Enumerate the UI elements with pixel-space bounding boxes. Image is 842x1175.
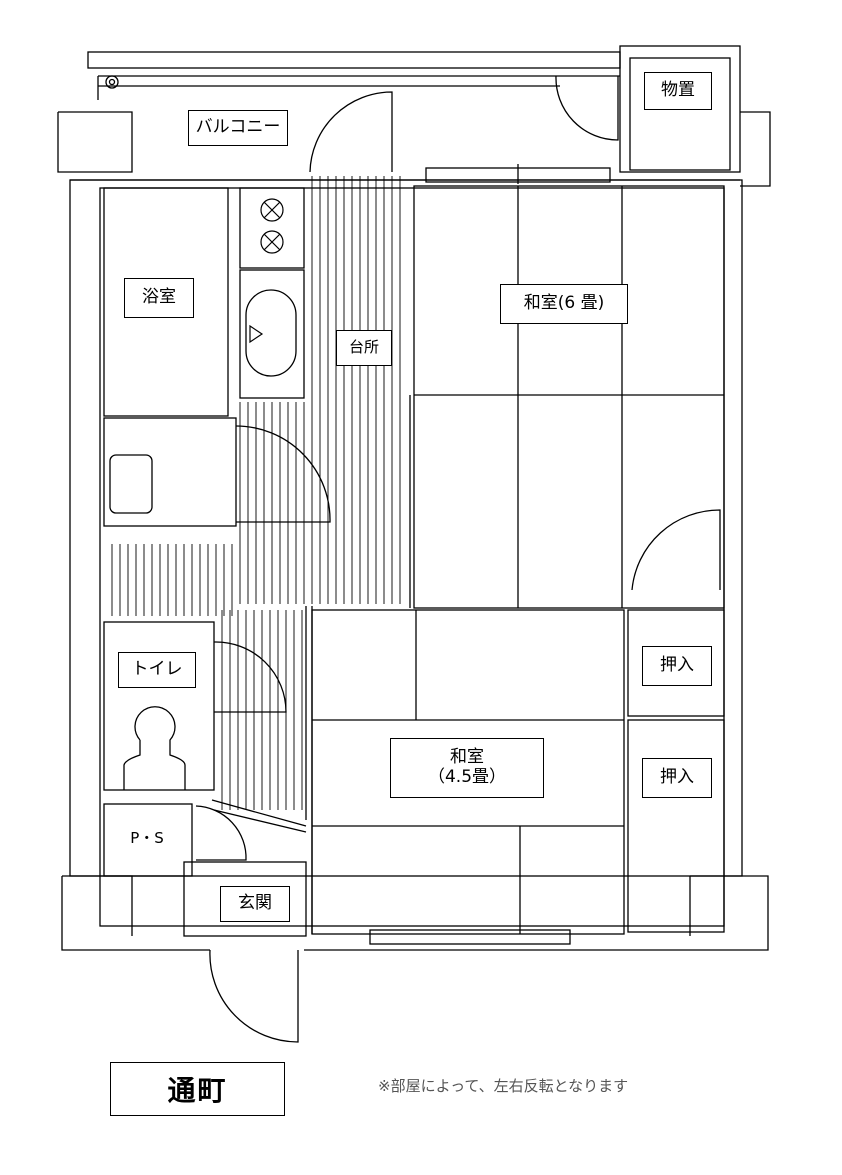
bottom-right-corner [304,875,769,951]
toilet-bowl-icon [123,706,186,790]
front-door-swing [209,949,299,1043]
washitsu6-walls [413,185,725,609]
bottom-left-corner [61,876,210,951]
kitchen-label: 台所 [336,330,392,366]
building-name: 通町 [110,1062,285,1116]
stove-counter [239,187,305,269]
sink-basin [245,289,297,377]
mirror-note: ※部屋によって、左右反転となります [378,1077,629,1095]
balcony-label: バルコニー [188,110,288,146]
oshiire-bottom-walls [627,719,725,933]
storage-walls [619,45,741,173]
toilet-label: トイレ [118,652,196,688]
stove-burner-icon [249,198,284,344]
storage-label: 物置 [644,72,712,110]
sink-counter [239,269,305,399]
washitsu6-label: 和室(6 畳) [500,284,628,324]
balcony-drain-icon [105,75,119,89]
balcony-rail [87,51,621,69]
storage-door-swing [555,75,619,141]
washitsu45-label: 和室 （4.5畳） [390,738,544,798]
oshiire-top-label: 押入 [642,646,712,686]
entrance-walls [183,861,307,937]
bathroom-label: 浴室 [124,278,194,318]
bathroom-walls [103,187,229,417]
bath-door-swing [235,425,331,523]
ps-walls [103,803,193,877]
balcony-door-swing [309,91,393,173]
entrance-label: 玄関 [220,886,290,922]
oshiire-bottom-label: 押入 [642,758,712,798]
washing-machine-icon [109,454,153,514]
bottom-window [369,929,571,945]
closet-door-swing [631,509,721,591]
toilet-door-swing [213,641,287,713]
entrance-inner-door-swing [195,805,247,861]
toilet-walls [103,621,215,791]
oshiire-top-walls [627,609,725,717]
ps-label: P・S [130,829,164,848]
balcony-right-wing [740,111,771,187]
wash-area-walls [103,417,237,527]
balcony-left-wing [57,111,133,173]
